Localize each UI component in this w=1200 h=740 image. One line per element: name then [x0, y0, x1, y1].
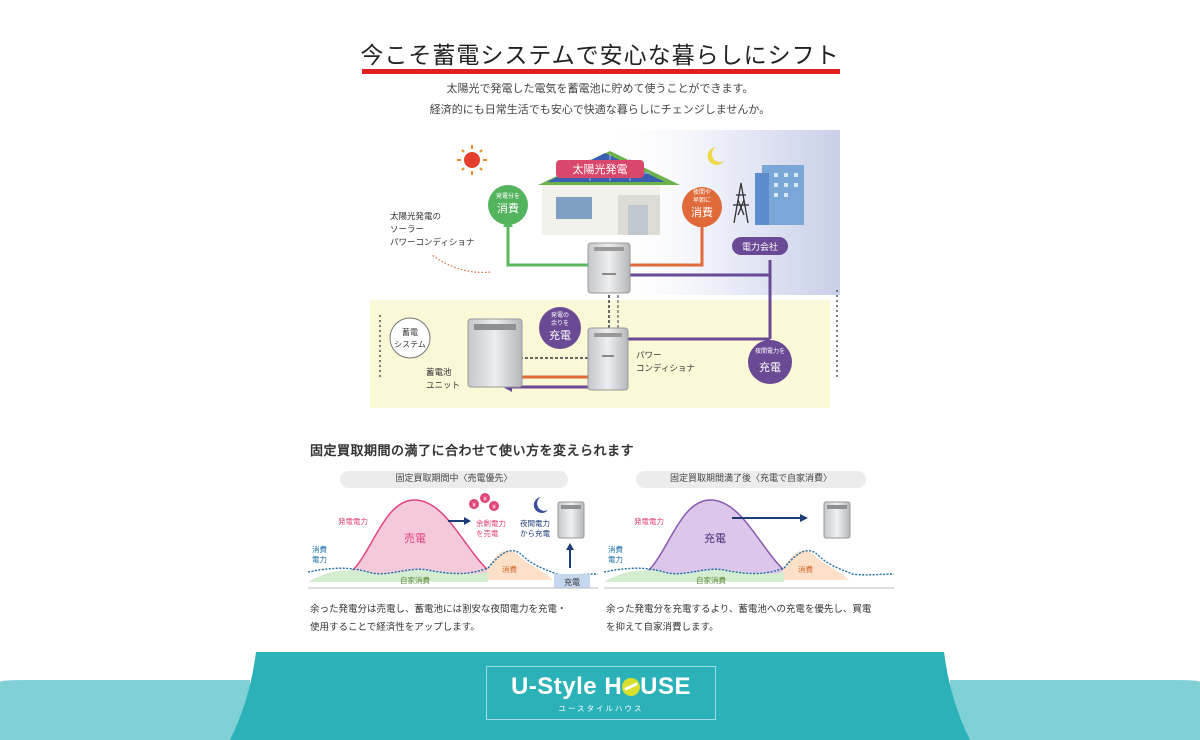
svg-text:¥: ¥: [472, 502, 476, 509]
consume-right-small-2: 早朝に: [693, 196, 711, 204]
conditioner-top-label-2: ソーラー: [390, 225, 424, 235]
charge-night-small: 夜間電力を: [755, 347, 785, 355]
after-caption-1: 余った発電分を充電するより、蓄電池への充電を優先し、買電: [606, 604, 872, 615]
charge-surplus-small-1: 発電の: [551, 311, 569, 319]
before-caption-1: 余った発電分は売電し、蓄電池には割安な夜間電力を充電・: [310, 604, 567, 615]
battery-unit-label-1: 蓄電池: [426, 367, 452, 378]
before-sell-label: 売電: [404, 532, 426, 545]
storage-system-label-2: システム: [394, 340, 426, 349]
solar-label-box: [556, 160, 644, 178]
before-charge-box: [554, 574, 590, 588]
before-consume-area: [483, 550, 553, 580]
logo-subtitle: ユースタイルハウス: [558, 704, 644, 713]
after-graph: 発電電力 消費 電力 充電 自家消費 消費: [604, 499, 894, 589]
conditioner-bottom-label-1: パワー: [636, 351, 662, 361]
logo-wordmark: U-Style H USE: [487, 673, 715, 701]
after-pill: 固定買取期間満了後〈充電で自家消費〉: [636, 471, 866, 488]
consume-right-small-1: 夜間や: [693, 188, 711, 196]
brand-logo: U-Style H USE ユースタイルハウス: [486, 666, 716, 720]
after-gen-label: 発電電力: [634, 516, 664, 526]
consume-left-circle: [488, 185, 528, 225]
power-tower-icon: [733, 182, 749, 224]
flow-green: [506, 223, 588, 267]
after-caption-2: を抑えて自家消費します。: [606, 622, 719, 633]
svg-text:¥: ¥: [483, 496, 487, 503]
charge-surplus-small-2: 余りを: [551, 319, 569, 327]
before-consume-label-2: 電力: [312, 554, 327, 564]
intro-line-1: 太陽光で発電した電気を蓄電池に貯めて使うことができます。: [446, 82, 754, 95]
before-charge-label: 充電: [564, 577, 580, 587]
after-consume-line: [604, 549, 894, 576]
before-caption-2: 使用することで経済性をアップします。: [310, 622, 480, 633]
sun-icon: [457, 145, 487, 175]
charge-night-label: 充電: [759, 360, 781, 374]
battery-unit-label-2: ユニット: [426, 381, 460, 391]
intro-line-2: 経済的にも日常生活でも安心で快適な暮らしにチェンジしませんか。: [429, 103, 771, 116]
after-self-label: 自家消費: [696, 575, 726, 585]
charge-surplus-circle: [539, 307, 581, 349]
solar-label: 太陽光発電: [573, 162, 628, 176]
storage-system-badge: [389, 317, 431, 359]
conditioner-top-label-1: 太陽光発電の: [390, 211, 441, 222]
power-conditioner-unit: [587, 327, 629, 391]
battery-unit: [467, 318, 523, 388]
before-consume-small: 消費: [502, 564, 517, 574]
after-consume-small: 消費: [798, 564, 813, 574]
after-consume-label-1: 消費: [608, 544, 623, 554]
after-generation-area: [633, 499, 797, 579]
before-night-label-2: から充電: [520, 528, 550, 538]
charge-night-circle: [748, 340, 792, 384]
conditioner-pointer: [431, 254, 491, 273]
before-moon-icon: [533, 497, 548, 513]
comparison-heading: 固定買取期間の満了に合わせて使い方を変えられます: [310, 444, 635, 459]
before-self-area: [308, 569, 488, 582]
power-company-badge: [732, 237, 788, 255]
footer-band: [0, 652, 1200, 740]
conditioner-bottom-label-2: コンディショナ: [636, 363, 695, 374]
storage-system-diagram: 太陽光発電 発電分を 消費 夜間や 早朝に 消費 電力会社 発電: [370, 130, 840, 408]
before-night-label-1: 夜間電力: [520, 518, 550, 528]
before-generation-area: [337, 499, 501, 579]
before-pill: 固定買取期間中〈売電優先〉: [340, 471, 568, 488]
after-consume-area: [779, 550, 849, 580]
after-self-area: [604, 569, 784, 582]
title-underline: [362, 69, 840, 74]
before-self-label: 自家消費: [400, 575, 430, 585]
before-graph: 充電 ¥ ¥ ¥ 発電電力 消費 電力 売電 余剰電力 を売電 夜間電力 から充…: [308, 493, 598, 589]
consume-right-label: 消費: [691, 205, 713, 219]
building-icon: [755, 165, 804, 225]
moon-icon: [707, 147, 724, 165]
page-title: 今こそ蓄電システムで安心な暮らしにシフト: [360, 43, 840, 69]
conditioner-top-label-3: パワーコンディショナ: [390, 237, 474, 248]
charge-surplus-label: 充電: [549, 328, 571, 342]
logo-part-1: U-Style H: [510, 673, 623, 700]
after-battery-icon: [823, 501, 851, 539]
after-consume-label-2: 電力: [608, 554, 623, 564]
before-battery-icon: [557, 501, 585, 539]
power-company-label: 電力会社: [742, 241, 778, 253]
consume-left-label: 消費: [497, 201, 519, 215]
tennis-ball-icon: [622, 678, 641, 696]
after-charge-label: 充電: [704, 531, 726, 545]
consume-left-small: 発電分を: [496, 192, 520, 200]
storage-system-label-1: 蓄電: [402, 327, 418, 337]
consume-right-circle: [682, 187, 722, 227]
before-consume-label-1: 消費: [312, 544, 327, 554]
before-surplus-label-1: 余剰電力: [476, 518, 506, 528]
flow-orange-top: [630, 223, 704, 267]
before-gen-label: 発電電力: [338, 516, 368, 526]
before-surplus-label-2: を売電: [476, 528, 499, 538]
logo-part-2: USE: [640, 673, 692, 700]
svg-text:¥: ¥: [492, 504, 496, 511]
before-consume-line: [308, 549, 598, 576]
coins-icon: ¥ ¥ ¥: [469, 493, 499, 511]
solar-conditioner-unit: [587, 242, 631, 294]
